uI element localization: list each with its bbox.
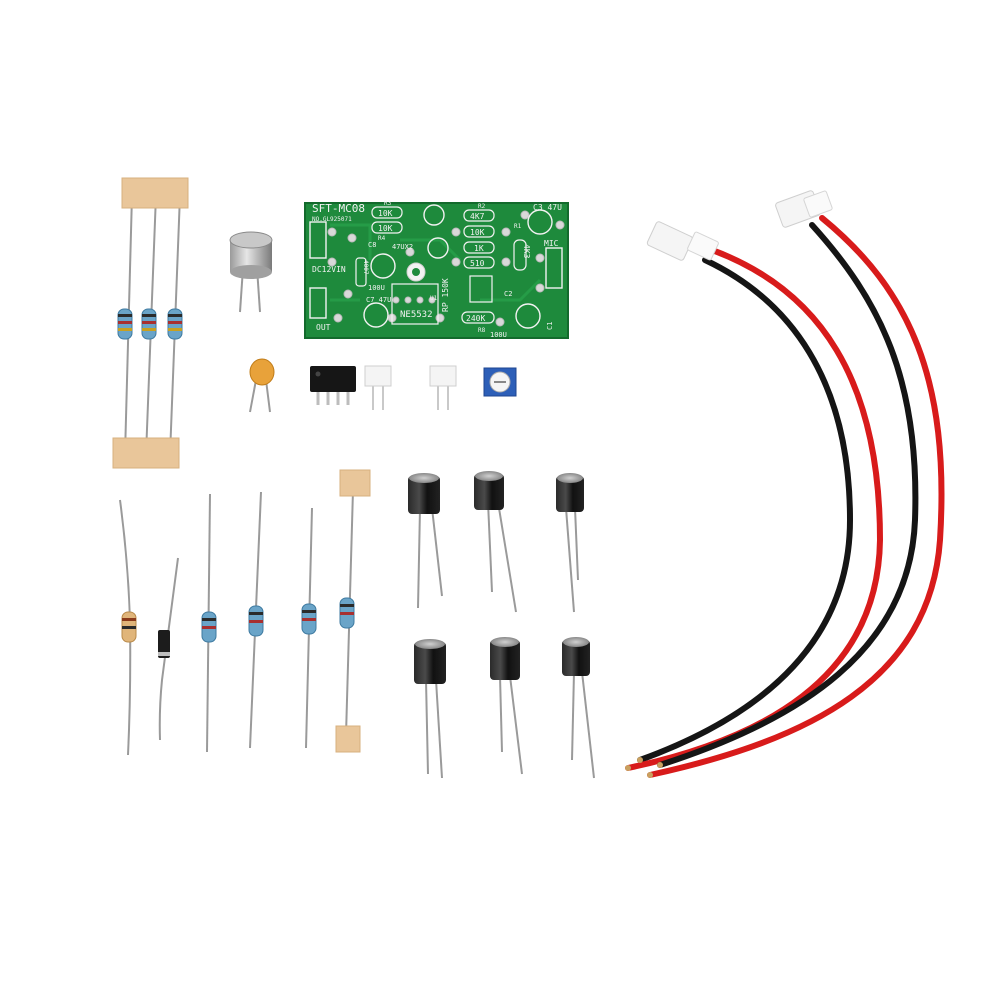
electrolytic-capacitor-6 <box>562 637 595 779</box>
resistor-beige <box>119 499 137 756</box>
resistor-blue-2 <box>248 491 264 749</box>
wire-harness-2 <box>647 190 945 778</box>
tape-piece-bottom <box>335 725 361 753</box>
pcb-r8: R8 <box>478 327 486 334</box>
ic-chip-ne5532 <box>310 366 356 405</box>
pcb-diode: 4007 <box>362 260 369 275</box>
tape-bottom <box>112 437 180 469</box>
pcb-out-label: OUT <box>316 323 331 332</box>
tape-piece-top <box>339 469 371 497</box>
pcb-10k-a: 10K <box>378 209 393 218</box>
pcb-board-name: SFT-MC08 <box>312 202 365 215</box>
pcb-c8: C8 <box>368 241 376 249</box>
pcb-c1: C1 <box>546 322 554 330</box>
pcb-r1: R1 <box>514 223 522 230</box>
diode-1n4007 <box>158 557 179 741</box>
pcb-10k-b: 10K <box>378 224 393 233</box>
pcb-c3-val: C3 47U <box>533 203 562 212</box>
electrolytic-capacitor-1 <box>408 473 443 609</box>
pcb-c8-val: 47UX2 <box>392 243 413 251</box>
pcb-r2: R2 <box>478 203 486 210</box>
pcb-serial: NO.GL925071 <box>312 216 352 223</box>
pcb-4k3: 4K3 <box>522 244 531 259</box>
resistor-blue-3 <box>301 507 317 749</box>
electrolytic-capacitor-4 <box>414 639 446 779</box>
trimmer-potentiometer <box>483 367 517 397</box>
pcb-r3: R3 <box>384 200 392 207</box>
pcb-510: 510 <box>470 259 485 268</box>
pcb-c2: C2 <box>504 290 512 298</box>
electrolytic-capacitor-2 <box>474 471 517 613</box>
resistor-taped-2 <box>141 308 157 340</box>
pcb-c1-val: 100U <box>490 331 507 339</box>
electrolytic-capacitor-3 <box>556 473 584 613</box>
taped-resistor-strip <box>112 177 189 469</box>
resistor-taped-1 <box>117 308 133 340</box>
connector-housing-1 <box>646 221 694 261</box>
pcb-r4: R4 <box>378 235 386 242</box>
header-connector-1 <box>364 365 392 410</box>
tape-top <box>121 177 189 209</box>
pcb-board: SFT-MC08 NO.GL925071 DC12VIN OUT MIC NE5… <box>304 200 569 339</box>
electret-microphone <box>229 231 273 313</box>
pcb-4k7: 4K7 <box>470 212 485 221</box>
electrolytic-capacitor-5 <box>490 637 523 775</box>
wire-harness-1 <box>625 221 884 771</box>
pcb-power-label: DC12VIN <box>312 265 346 274</box>
pcb-rp: RP 150K <box>441 278 450 312</box>
pcb-c7-val: C7 47U <box>366 296 391 304</box>
resistor-taped-3 <box>167 308 183 340</box>
pcb-mic-label: MIC <box>544 239 559 248</box>
pcb-100u: 100U <box>368 284 385 292</box>
ceramic-capacitor <box>249 358 275 413</box>
pcb-10k-c: 10K <box>470 228 485 237</box>
resistor-blue-1 <box>201 493 217 753</box>
pcb-240k: 240K <box>466 314 485 323</box>
pcb-1k: 1K <box>474 244 484 253</box>
header-connector-2 <box>429 365 457 410</box>
resistor-blue-taped <box>335 469 371 753</box>
pcb-ic-label: NE5532 <box>400 310 433 320</box>
pcb-u1: U1 <box>430 295 438 302</box>
